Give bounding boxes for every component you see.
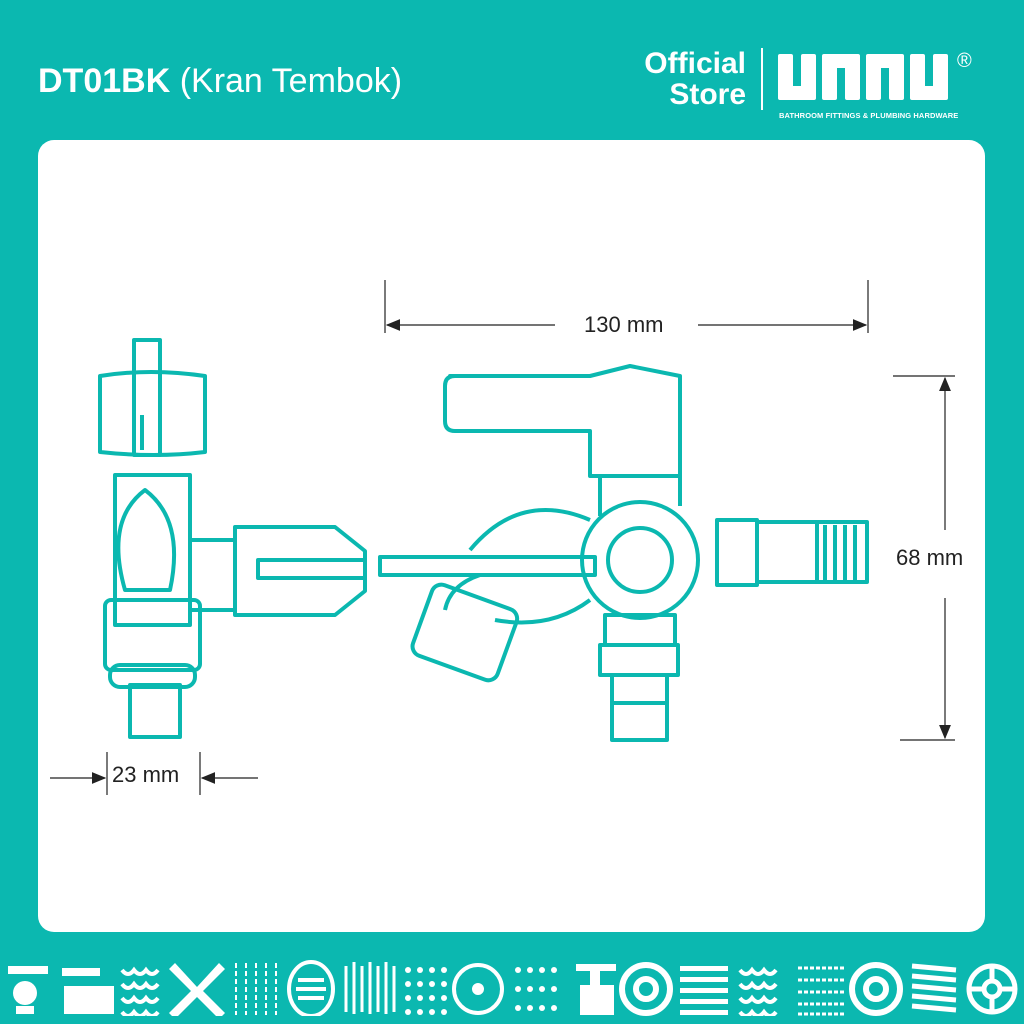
- depth-dimension-label: 23 mm: [110, 762, 182, 788]
- ring-icon: [619, 962, 673, 1016]
- diagram-card: [38, 140, 985, 932]
- front-view-faucet: [378, 364, 869, 742]
- brand-tagline: BATHROOM FITTINGS & PLUMBING HARDWARE: [779, 111, 959, 120]
- product-subtitle: (Kran Tembok): [179, 62, 403, 100]
- dots-icon-2: [515, 967, 557, 1011]
- dots-icon: [405, 967, 447, 1015]
- official-text: Official: [644, 47, 746, 80]
- dimension-lines: [50, 280, 955, 795]
- registered-mark: ®: [957, 50, 972, 72]
- wave-icon: [120, 966, 160, 1016]
- ring-icon-2: [849, 962, 903, 1016]
- wave-icon-2: [738, 966, 778, 1016]
- width-dimension-label: 130 mm: [580, 312, 668, 338]
- side-view-faucet: [98, 338, 367, 739]
- wall-tap-icon: [576, 964, 616, 1015]
- bars-icon: [344, 962, 396, 1014]
- brand-logo: [778, 54, 948, 100]
- product-title: DT01BK (Kran Tembok): [38, 62, 402, 101]
- dashes-icon: [798, 966, 844, 1016]
- valve-icon: [8, 966, 48, 1014]
- model-code: DT01BK: [38, 62, 171, 100]
- tap-icon: [62, 968, 114, 1014]
- header-divider: [761, 48, 763, 110]
- height-dimension-label: 68 mm: [892, 545, 968, 571]
- decorative-icon-strip: [8, 960, 1018, 1016]
- spring-icon: [911, 963, 957, 1013]
- drain-oval-icon: [287, 960, 335, 1016]
- propeller-icon: [169, 963, 225, 1016]
- stripes-icon: [680, 966, 728, 1015]
- wheel-icon: [966, 963, 1018, 1015]
- store-text: Store: [669, 78, 746, 111]
- lines-icon: [235, 963, 277, 1015]
- round-drain-icon: [452, 963, 504, 1015]
